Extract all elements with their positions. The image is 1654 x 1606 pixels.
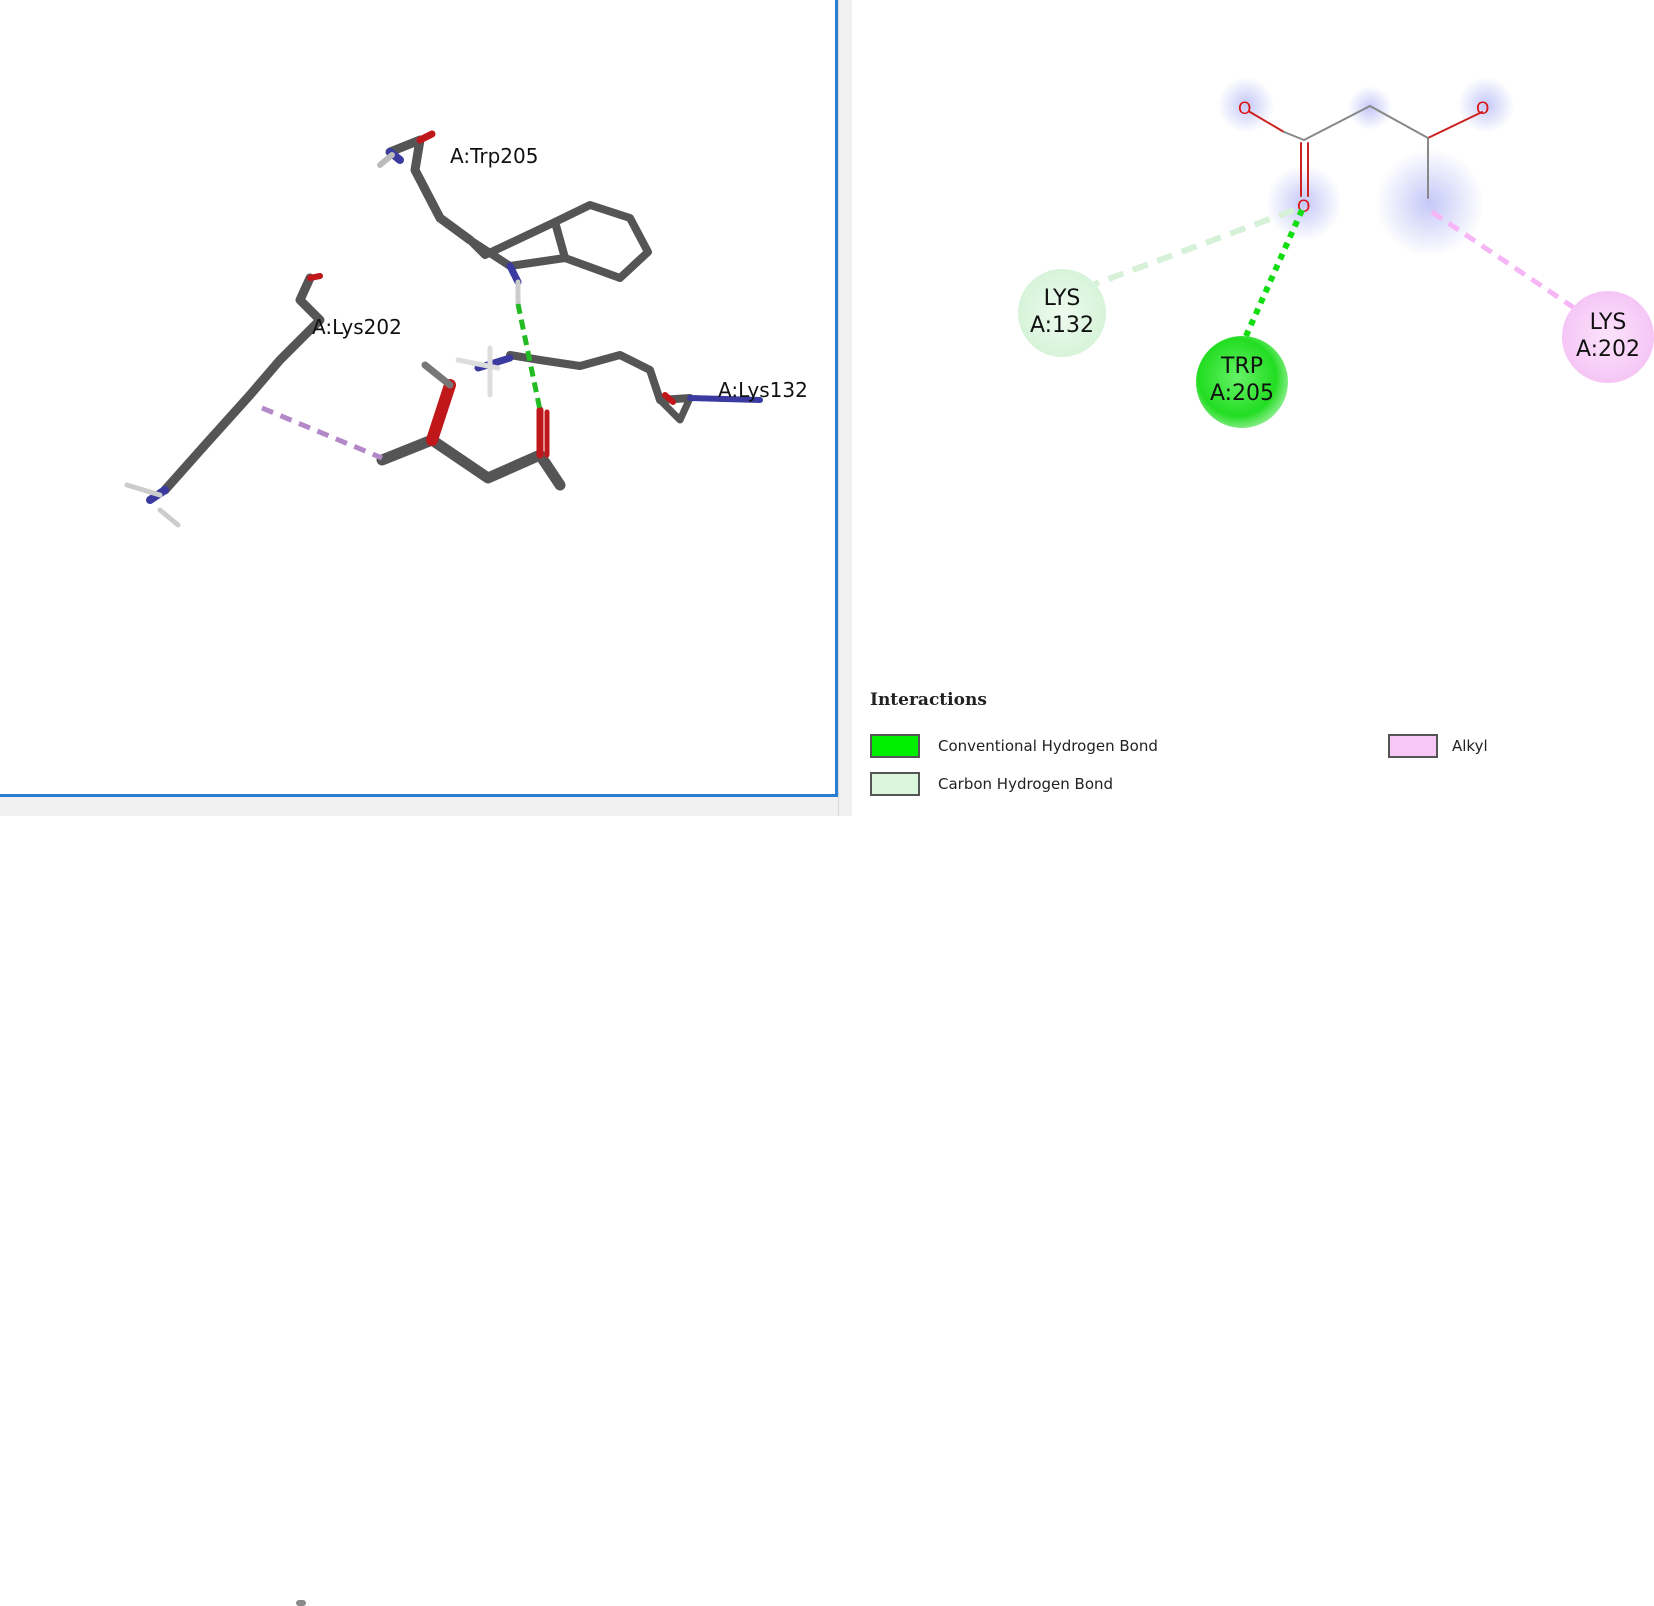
legend-item-carbon-hbond: Carbon Hydrogen Bond xyxy=(870,772,1113,796)
residue-lys132-name: LYS xyxy=(1044,286,1081,311)
trp205-residue xyxy=(377,130,652,307)
residue-lys132-id: A:132 xyxy=(1030,313,1094,338)
legend-label-conventional-hbond: Conventional Hydrogen Bond xyxy=(938,737,1158,755)
residue-trp205-name: TRP xyxy=(1220,354,1263,379)
atom-o-1: O xyxy=(1238,99,1251,119)
conventional-hbond-line xyxy=(1239,208,1305,347)
label-trp205: A:Trp205 xyxy=(450,144,538,168)
residue-lys202-id: A:202 xyxy=(1576,337,1640,362)
legend-label-alkyl: Alkyl xyxy=(1452,737,1488,755)
lys132-residue xyxy=(455,345,763,424)
legend-swatch-conventional-hbond xyxy=(870,734,920,758)
hbond-trp205 xyxy=(515,303,543,411)
3d-molecule-view: A:Trp205 A:Lys202 A:Lys132 xyxy=(124,130,808,528)
legend-swatch-alkyl xyxy=(1388,734,1438,758)
residue-trp205: TRP A:205 xyxy=(1196,336,1288,428)
legend-title: Interactions xyxy=(870,690,987,710)
residue-lys132: LYS A:132 xyxy=(1018,269,1106,357)
alkyl-lys202 xyxy=(261,405,383,461)
residue-trp205-id: A:205 xyxy=(1210,381,1274,406)
atom-o-2: O xyxy=(1476,99,1489,119)
ligand xyxy=(376,361,566,491)
residue-lys202: LYS A:202 xyxy=(1562,291,1654,383)
label-lys202: A:Lys202 xyxy=(312,315,402,339)
3d-view-panel[interactable]: A:Trp205 A:Lys202 A:Lys132 xyxy=(0,0,838,797)
ligand-2d xyxy=(1249,105,1483,199)
interactions-legend: Interactions Conventional Hydrogen Bond … xyxy=(868,690,1648,810)
scroll-thumb[interactable] xyxy=(296,1600,306,1606)
alkyl-line xyxy=(1430,209,1594,323)
label-lys132: A:Lys132 xyxy=(718,378,808,402)
2d-interaction-diagram: O O O LYS A:132 TRP A:205 LYS A:202 xyxy=(1018,77,1654,428)
legend-label-carbon-hbond: Carbon Hydrogen Bond xyxy=(938,775,1114,793)
horizontal-scrollbar[interactable] xyxy=(0,797,838,1606)
legend-item-alkyl: Alkyl xyxy=(1388,734,1488,758)
legend-swatch-carbon-hbond xyxy=(870,772,920,796)
residue-lys202-name: LYS xyxy=(1590,310,1627,335)
legend-item-conventional-hbond: Conventional Hydrogen Bond xyxy=(870,734,1158,758)
lys202-residue xyxy=(124,273,325,528)
splitter[interactable] xyxy=(838,0,853,816)
2d-diagram-panel: O O O LYS A:132 TRP A:205 LYS A:202 xyxy=(852,0,1654,816)
